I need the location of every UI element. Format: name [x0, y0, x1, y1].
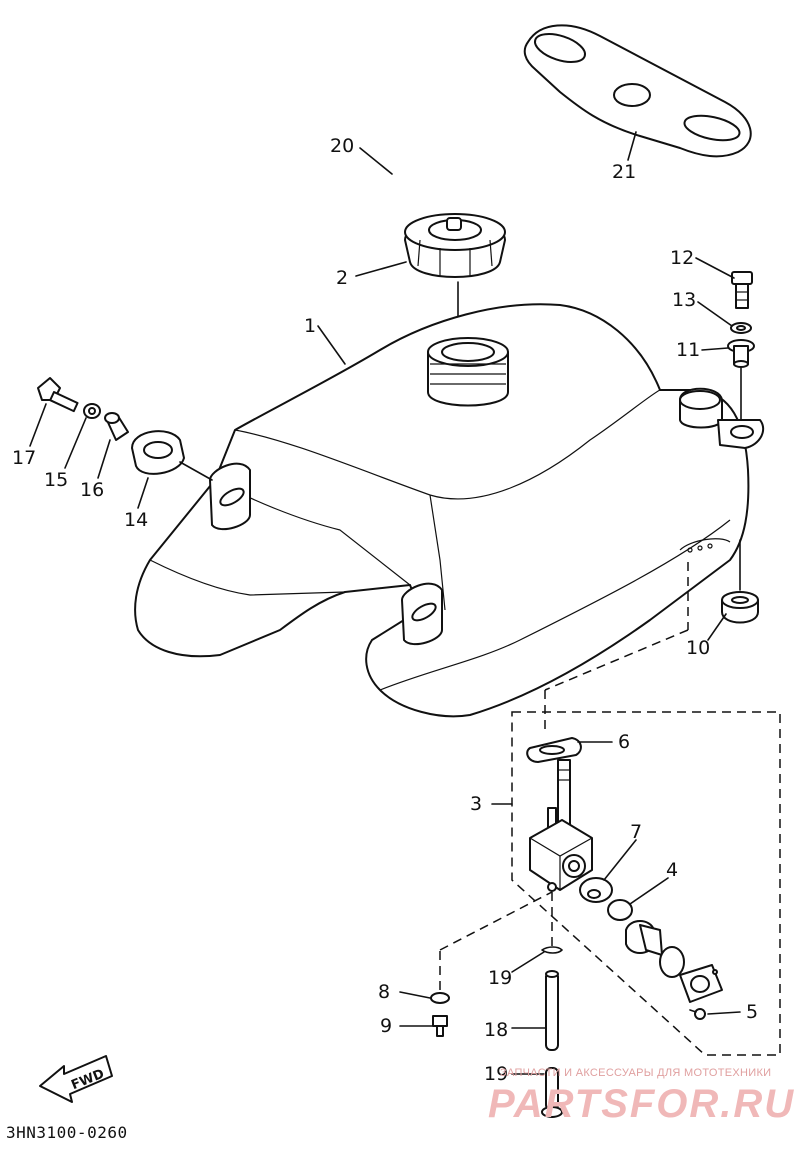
callout-labels: 20 21 2 1 12 13 11 10 17 15 16 14 6 3 7 …: [12, 135, 758, 1085]
callout-17: 17: [12, 447, 36, 469]
callout-14: 14: [124, 509, 148, 531]
part-13-washer: [730, 322, 752, 334]
callout-16: 16: [80, 479, 104, 501]
part-9-drain-bolt: [432, 1015, 448, 1037]
callout-5: 5: [746, 1001, 758, 1023]
callout-6: 6: [618, 731, 630, 753]
leader-drain-dashed-2: [439, 891, 553, 951]
callout-12: 12: [670, 247, 694, 269]
fuel-cock-assembly-outline: [511, 711, 781, 1056]
callout-1: 1: [304, 315, 316, 337]
callout-7: 7: [630, 821, 642, 843]
part-2-fuel-cap: [404, 213, 506, 278]
part-10-damper: [721, 591, 759, 624]
fuel-cock-lever: [625, 920, 663, 956]
part-14-grommet: [131, 430, 185, 475]
callout-19-lower: 19: [484, 1063, 508, 1085]
fwd-arrow-icon: FWD: [39, 1055, 113, 1103]
fuel-cock-cover-plate: [679, 964, 723, 1003]
part-17-bolt: [37, 377, 79, 413]
fuel-cock-body: [529, 759, 593, 892]
part-1-fuel-tank: [134, 303, 765, 718]
part-21-bracket-plate: [523, 24, 752, 158]
part-15-washer: [83, 403, 101, 419]
callout-2: 2: [336, 267, 348, 289]
callout-15: 15: [44, 469, 68, 491]
callout-19-upper: 19: [488, 967, 512, 989]
callout-4: 4: [666, 859, 678, 881]
part-5-screw: [689, 1008, 706, 1020]
callout-9: 9: [380, 1015, 392, 1037]
callout-10: 10: [686, 637, 710, 659]
leader-grommet-to-lug: [179, 461, 213, 481]
part-11-collar: [727, 339, 755, 368]
watermark-logo: PARTSFOR.RU: [488, 1082, 796, 1126]
part-18-fuel-hose: [545, 970, 559, 1051]
part-16-collar: [104, 412, 129, 441]
part-7-cup: [579, 877, 613, 903]
callout-3: 3: [470, 793, 482, 815]
watermark-tagline: ЗАПЧАСТИ И АКСЕССУАРЫ ДЛЯ МОТОТЕХНИКИ: [500, 1067, 772, 1079]
diagram-code: 3HN3100-0260: [6, 1123, 128, 1142]
part-4-o-ring-inner: [659, 946, 685, 978]
callout-leaders: [29, 131, 741, 1075]
callout-13: 13: [672, 289, 696, 311]
callout-11: 11: [676, 339, 700, 361]
callout-20: 20: [330, 135, 354, 157]
part-4-o-ring: [607, 899, 633, 921]
callout-18: 18: [484, 1019, 508, 1041]
part-12-bolt: [731, 271, 753, 309]
part-20-breather-hose: [315, 172, 456, 215]
part-6-gasket: [526, 737, 582, 763]
part-19-clip-lower: [541, 1067, 563, 1118]
part-19-clip-upper: [541, 946, 563, 954]
part-8-washer: [430, 992, 450, 1004]
leader-tap-dashed-2: [544, 629, 689, 691]
callout-21: 21: [612, 161, 636, 183]
callout-8: 8: [378, 981, 390, 1003]
